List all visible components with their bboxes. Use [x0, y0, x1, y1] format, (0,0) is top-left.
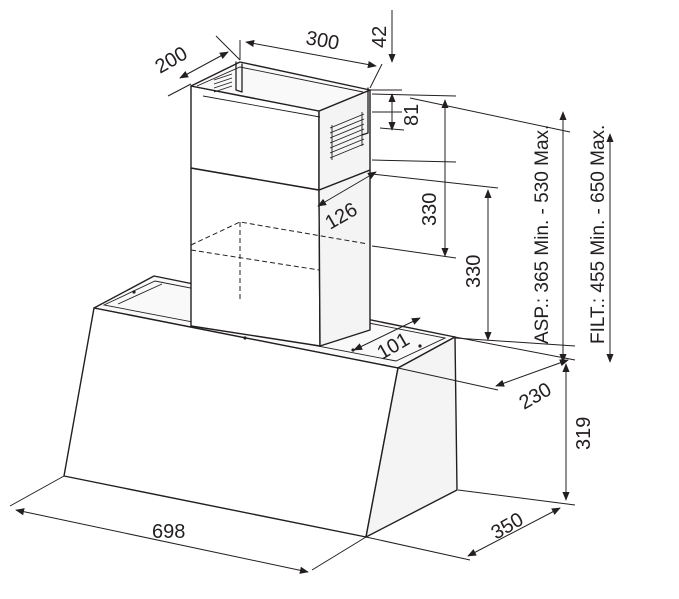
vent-grille-left: [213, 73, 233, 93]
label-upper-chimney-height: 81: [401, 104, 423, 126]
label-chimney-section-lower: 330: [463, 255, 485, 288]
label-canopy-width: 698: [152, 521, 185, 543]
canopy-side-face: [365, 336, 458, 538]
chimney-side-lower: [318, 169, 371, 347]
chimney: [190, 61, 371, 347]
label-chimney-depth: 200: [152, 43, 192, 79]
label-chimney-section-upper: 330: [419, 193, 441, 226]
hidden-edge-back: [190, 221, 369, 246]
label-filt-range: FILT.: 455 Min. - 650 Max.: [588, 125, 609, 344]
label-asp-range: ASP.: 365 Min. - 530 Max.: [532, 125, 553, 344]
label-chimney-width: 300: [304, 27, 341, 54]
vent-grille-right: [329, 112, 365, 160]
label-canopy-height: 319: [573, 417, 595, 450]
label-canopy-depth: 350: [488, 509, 528, 545]
dimension-lines: [9, 10, 614, 574]
hidden-edge-front: [190, 249, 320, 271]
chimney-front-lower: [190, 167, 321, 347]
label-top-offset: 42: [369, 26, 391, 48]
label-canopy-rear-offset: 230: [516, 379, 556, 415]
